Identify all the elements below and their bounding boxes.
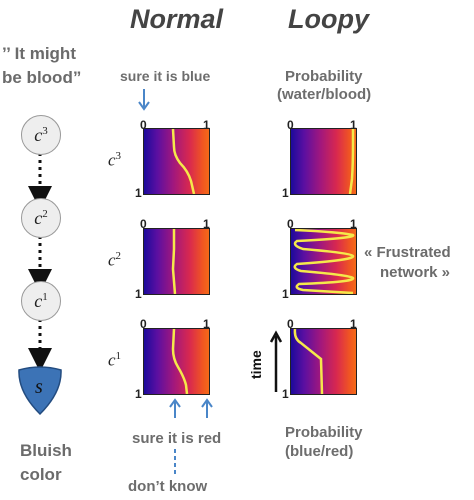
tick-normal-r2-y1: 1 (135, 287, 142, 301)
tick-normal-r3-y1: 1 (135, 387, 142, 401)
tick-normal-r3-x0: 0 (140, 317, 147, 331)
row-label-c3: c3 (108, 150, 122, 170)
tick-loopy-r1-x0: 0 (287, 118, 294, 132)
tick-normal-r2-x1: 1 (203, 217, 210, 231)
tick-loopy-r2-x0: 0 (287, 217, 294, 231)
frustrated-line-2: network » (380, 264, 451, 281)
panel-loopy-c2 (290, 228, 357, 295)
dont-know-dashed-line (174, 449, 176, 475)
quote-line-2: be blood” (2, 68, 82, 87)
source-shape (18, 366, 62, 416)
frustrated-line-1: « Frustrated (364, 244, 451, 261)
tick-normal-r1-y1: 1 (135, 186, 142, 200)
bluish-line-2: color (20, 465, 62, 484)
panel-loopy-c3 (290, 128, 357, 195)
bluish-line-1: Bluish (20, 441, 72, 460)
dont-know-label: don’t know (128, 478, 208, 495)
sure-blue-label: sure it is blue (120, 68, 211, 84)
prob-bottom-line-1: Probability (285, 424, 363, 441)
node-c2: c2 (21, 198, 61, 238)
chain-arrows (18, 153, 62, 416)
row-label-c2: c2 (108, 250, 122, 270)
prob-top-line-2: (water/blood) (277, 86, 372, 103)
tick-normal-r1-x0: 0 (140, 118, 147, 132)
tick-loopy-r2-y1: 1 (282, 287, 289, 301)
tick-normal-r2-x0: 0 (140, 217, 147, 231)
tick-loopy-r1-x1: 1 (350, 118, 357, 132)
quote-line-1: ’’ It might (2, 44, 76, 63)
tick-loopy-r2-x1: 1 (350, 217, 357, 231)
tick-normal-r3-x1: 1 (203, 317, 210, 331)
tick-normal-r1-x1: 1 (203, 118, 210, 132)
heading-loopy: Loopy (288, 4, 369, 34)
node-c1: c1 (21, 281, 61, 321)
panel-normal-c3 (143, 128, 210, 195)
panel-loopy-c1 (290, 328, 357, 395)
time-arrow (269, 330, 283, 392)
prob-bottom-line-2: (blue/red) (285, 443, 354, 460)
panel-normal-c1 (143, 328, 210, 395)
heading-normal: Normal (130, 4, 224, 34)
sure-red-arrows (169, 398, 213, 418)
tick-loopy-r3-y1: 1 (282, 387, 289, 401)
tick-loopy-r3-x0: 0 (287, 317, 294, 331)
panel-normal-c2 (143, 228, 210, 295)
prob-top-line-1: Probability (285, 68, 363, 85)
tick-loopy-r1-y1: 1 (282, 186, 289, 200)
sure-blue-arrow (138, 89, 150, 111)
sure-red-label: sure it is red (132, 430, 222, 447)
row-label-c1: c1 (108, 350, 122, 370)
tick-loopy-r3-x1: 1 (350, 317, 357, 331)
time-label: time (248, 350, 264, 379)
node-c3: c3 (21, 115, 61, 155)
source-label: s (35, 376, 43, 398)
